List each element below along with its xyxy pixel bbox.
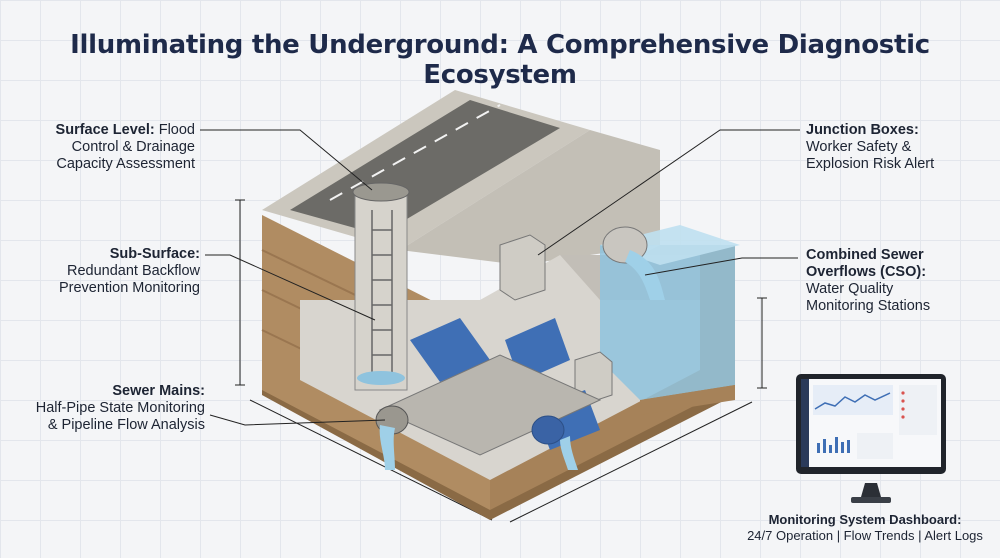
manhole-shaft (354, 189, 408, 391)
label-surface-head: Surface Level: (55, 122, 155, 138)
label-junction-boxes: Junction Boxes: Worker Safety & Explosio… (806, 122, 986, 173)
page-title: Illuminating the Underground: A Comprehe… (70, 30, 930, 90)
label-cso: Combined Sewer Overflows (CSO): Water Qu… (806, 247, 991, 315)
label-cso-head1: Combined Sewer (806, 247, 924, 263)
outflow-water (379, 425, 395, 470)
leader-lines (200, 129, 800, 426)
dimension-lines (235, 199, 767, 523)
label-surface-level: Surface Level: Flood Control & Drainage … (30, 122, 195, 173)
label-cso-head2: Overflows (CSO): (806, 264, 927, 280)
sewer-main (378, 354, 602, 456)
label-surface-l1: Flood (158, 122, 195, 138)
dashboard-title: Monitoring System Dashboard: (768, 512, 962, 527)
label-cso-l2: Monitoring Stations (806, 298, 931, 314)
label-subsurface-head: Sub-Surface: (109, 246, 200, 262)
monitor-icon (796, 374, 946, 503)
label-subsurface-l1: Redundant Backflow (67, 263, 200, 279)
label-junction-head: Junction Boxes: (806, 122, 919, 138)
label-sewer-mains: Sewer Mains: Half-Pipe State Monitoring … (20, 383, 205, 434)
label-junction-l2: Explosion Risk Alert (806, 156, 935, 172)
label-mains-l2: & Pipeline Flow Analysis (47, 417, 205, 433)
label-mains-l1: Half-Pipe State Monitoring (35, 400, 205, 416)
cso-tank-water (600, 245, 735, 400)
label-cso-l1: Water Quality (806, 281, 894, 297)
manhole-cover (352, 182, 410, 202)
label-subsurface-l2: Prevention Monitoring (58, 280, 200, 296)
label-mains-head: Sewer Mains: (112, 383, 205, 399)
dashboard-caption: Monitoring System Dashboard: 24/7 Operat… (740, 512, 990, 544)
junction-box (499, 234, 546, 301)
label-surface-l2: Control & Drainage (71, 139, 195, 155)
concrete-ledge (400, 130, 660, 265)
label-sub-surface: Sub-Surface: Redundant Backflow Preventi… (30, 246, 200, 297)
label-junction-l1: Worker Safety & (806, 139, 912, 155)
label-surface-l3: Capacity Assessment (56, 156, 195, 172)
dashboard-subtitle: 24/7 Operation | Flow Trends | Alert Log… (747, 528, 983, 543)
